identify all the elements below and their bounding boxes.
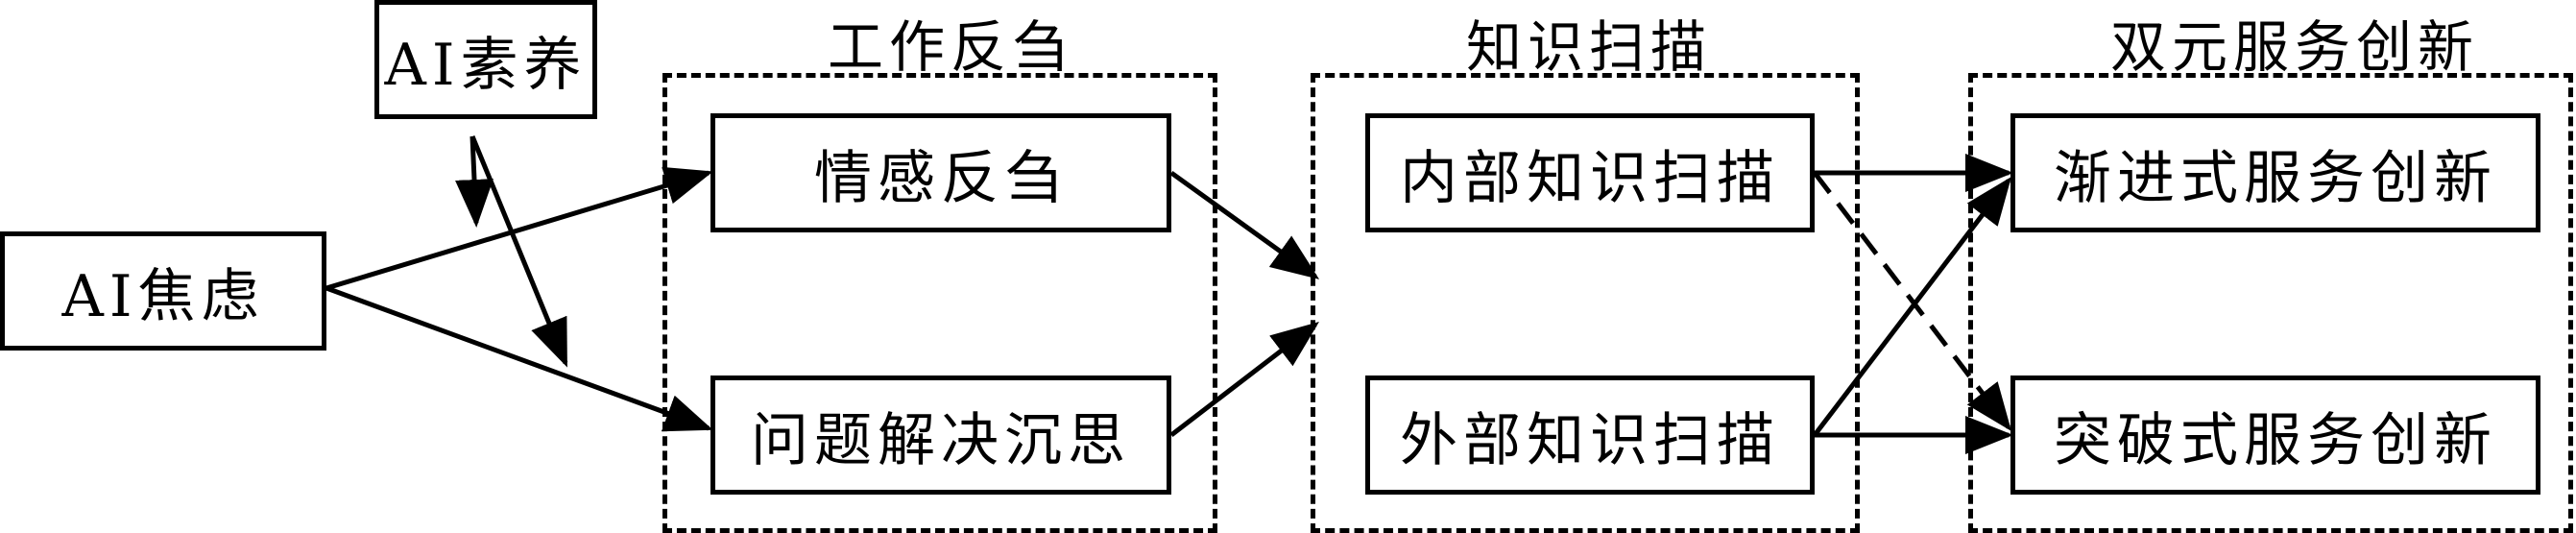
- arrow-affective-to-scanning: [1169, 170, 1320, 279]
- arrow-anxiety-to-problem-solving: [325, 285, 713, 432]
- group-work-reflection-frame: [662, 73, 1217, 533]
- arrow-anxiety-to-affective: [325, 166, 713, 291]
- arrow-internal-to-radical: [1813, 171, 2012, 431]
- arrow-problem-solving-to-scanning: [1169, 321, 1319, 437]
- arrow-literacy-moderation-1: [455, 135, 494, 228]
- arrow-external-to-incremental: [1813, 177, 2012, 437]
- node-ai-literacy: AI素养: [374, 0, 597, 119]
- arrow-literacy-moderation-2: [469, 135, 568, 368]
- group-title-knowledge-scanning: 知识扫描: [1465, 14, 1712, 80]
- node-ai-anxiety: AI焦虑: [0, 231, 326, 351]
- node-problem-solving-pondering: 问题解决沉思: [710, 376, 1171, 495]
- group-title-work-reflection: 工作反刍: [827, 14, 1073, 80]
- node-radical-service-innovation: 突破式服务创新: [2010, 376, 2540, 495]
- group-dual-innovation-frame: [1968, 73, 2573, 533]
- node-internal-knowledge-scanning: 内部知识扫描: [1365, 113, 1815, 232]
- node-external-knowledge-scanning: 外部知识扫描: [1365, 376, 1815, 495]
- node-incremental-service-innovation: 渐进式服务创新: [2010, 113, 2540, 232]
- group-title-dual-innovation: 双元服务创新: [2109, 14, 2479, 80]
- node-affective-rumination: 情感反刍: [710, 113, 1171, 232]
- group-knowledge-scanning-frame: [1311, 73, 1860, 533]
